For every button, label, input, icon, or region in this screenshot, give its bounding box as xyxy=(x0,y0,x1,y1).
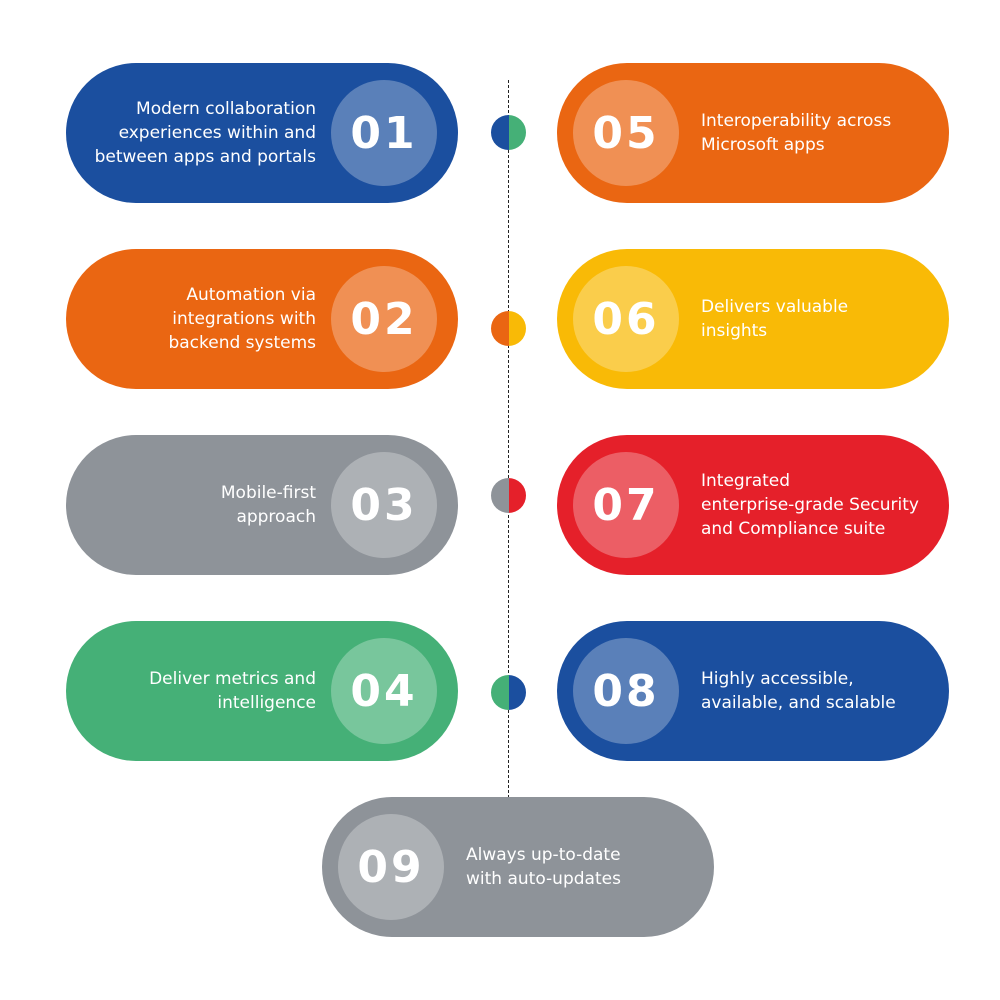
feature-card-07: 07 Integrated enterprise-grade Security … xyxy=(557,435,949,575)
feature-card-03: Mobile-first approach 03 xyxy=(66,435,458,575)
feature-text: Deliver metrics and intelligence xyxy=(149,669,316,713)
connector-dot-2 xyxy=(491,311,526,346)
connector-dot-4 xyxy=(491,675,526,710)
feature-text: Integrated enterprise-grade Security and… xyxy=(701,471,919,539)
timeline-divider xyxy=(508,80,509,798)
feature-number-badge: 03 xyxy=(331,452,437,558)
feature-number-badge: 01 xyxy=(331,80,437,186)
connector-dot-right-half xyxy=(508,311,526,346)
feature-card-06: 06 Delivers valuable insights xyxy=(557,249,949,389)
feature-card-05: 05 Interoperability across Microsoft app… xyxy=(557,63,949,203)
feature-number-badge: 08 xyxy=(573,638,679,744)
feature-text: Modern collaboration experiences within … xyxy=(94,99,316,167)
feature-number-badge: 06 xyxy=(573,266,679,372)
connector-dot-right-half xyxy=(508,675,526,710)
feature-text: Delivers valuable insights xyxy=(701,297,849,341)
feature-card-01: Modern collaboration experiences within … xyxy=(66,63,458,203)
feature-number-badge: 09 xyxy=(338,814,444,920)
connector-dot-right-half xyxy=(508,478,526,513)
feature-card-02: Automation via integrations with backend… xyxy=(66,249,458,389)
connector-dot-right-half xyxy=(508,115,526,150)
connector-dot-left-half xyxy=(491,115,509,150)
feature-number-badge: 02 xyxy=(331,266,437,372)
feature-text: Mobile-first approach xyxy=(220,483,316,527)
connector-dot-left-half xyxy=(491,675,509,710)
feature-card-08: 08 Highly accessible, available, and sca… xyxy=(557,621,949,761)
feature-text: Interoperability across Microsoft apps xyxy=(701,111,892,155)
feature-card-09: 09 Always up-to-date with auto-updates xyxy=(322,797,714,937)
feature-number-badge: 04 xyxy=(331,638,437,744)
connector-dot-3 xyxy=(491,478,526,513)
connector-dot-1 xyxy=(491,115,526,150)
feature-text: Always up-to-date with auto-updates xyxy=(466,845,621,889)
connector-dot-left-half xyxy=(491,311,509,346)
feature-text: Highly accessible, available, and scalab… xyxy=(701,669,896,713)
feature-card-04: Deliver metrics and intelligence 04 xyxy=(66,621,458,761)
feature-number-badge: 05 xyxy=(573,80,679,186)
feature-text: Automation via integrations with backend… xyxy=(168,285,316,353)
connector-dot-left-half xyxy=(491,478,509,513)
feature-number-badge: 07 xyxy=(573,452,679,558)
